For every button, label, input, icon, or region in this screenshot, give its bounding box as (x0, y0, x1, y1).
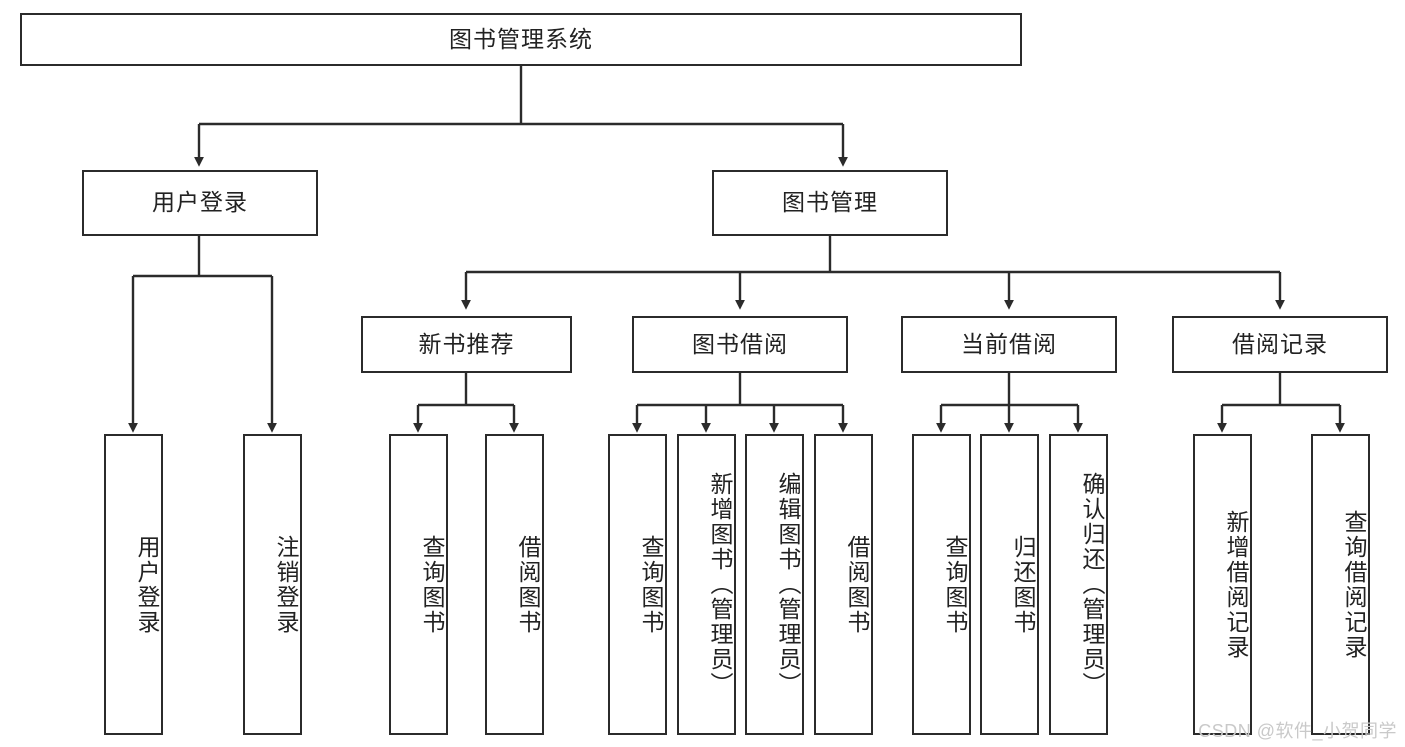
node-leaf-user-login[interactable]: 用户登录 (104, 434, 163, 735)
node-user-login[interactable]: 用户登录 (82, 170, 318, 236)
node-leaf-add-book[interactable]: 新增图书（管理员） (677, 434, 736, 735)
node-leaf-confirm-return[interactable]: 确认归还（管理员） (1049, 434, 1108, 735)
node-leaf-return-book-label: 归还图书 (1010, 534, 1036, 635)
node-leaf-edit-book[interactable]: 编辑图书（管理员） (745, 434, 804, 735)
node-leaf-add-record-label: 新增借阅记录 (1223, 509, 1249, 660)
node-leaf-confirm-return-label: 确认归还（管理员） (1079, 472, 1105, 697)
node-leaf-query-record-label: 查询借阅记录 (1341, 509, 1367, 660)
node-leaf-add-book-label: 新增图书（管理员） (707, 472, 733, 697)
node-book-manage-label: 图书管理 (782, 189, 878, 216)
node-leaf-borrow-book-1[interactable]: 借阅图书 (485, 434, 544, 735)
node-leaf-query-book-3[interactable]: 查询图书 (912, 434, 971, 735)
node-leaf-query-record[interactable]: 查询借阅记录 (1311, 434, 1370, 735)
node-borrow-record[interactable]: 借阅记录 (1172, 316, 1388, 373)
node-leaf-logout[interactable]: 注销登录 (243, 434, 302, 735)
node-leaf-return-book[interactable]: 归还图书 (980, 434, 1039, 735)
node-leaf-borrow-book-2[interactable]: 借阅图书 (814, 434, 873, 735)
node-book-manage[interactable]: 图书管理 (712, 170, 948, 236)
node-leaf-query-book-2-label: 查询图书 (638, 534, 664, 635)
node-new-book-rec-label: 新书推荐 (418, 330, 515, 357)
node-leaf-add-record[interactable]: 新增借阅记录 (1193, 434, 1252, 735)
node-leaf-logout-label: 注销登录 (273, 534, 299, 635)
node-leaf-edit-book-label: 编辑图书（管理员） (775, 472, 801, 697)
node-leaf-query-book-1[interactable]: 查询图书 (389, 434, 448, 735)
node-book-borrow[interactable]: 图书借阅 (632, 316, 848, 373)
node-current-borrow-label: 当前借阅 (961, 330, 1057, 357)
node-leaf-query-book-1-label: 查询图书 (419, 534, 445, 635)
node-current-borrow[interactable]: 当前借阅 (901, 316, 1117, 373)
node-user-login-label: 用户登录 (152, 189, 248, 216)
node-leaf-borrow-book-1-label: 借阅图书 (515, 534, 541, 635)
node-borrow-record-label: 借阅记录 (1232, 330, 1328, 357)
node-leaf-query-book-3-label: 查询图书 (942, 534, 968, 635)
node-new-book-rec[interactable]: 新书推荐 (361, 316, 572, 373)
node-root[interactable]: 图书管理系统 (20, 13, 1022, 66)
node-root-label: 图书管理系统 (449, 25, 593, 52)
node-leaf-borrow-book-2-label: 借阅图书 (844, 534, 870, 635)
csdn-watermark: CSDN @软件_小贺同学 (1198, 721, 1397, 741)
node-book-borrow-label: 图书借阅 (692, 330, 788, 357)
node-leaf-user-login-label: 用户登录 (134, 534, 160, 635)
node-leaf-query-book-2[interactable]: 查询图书 (608, 434, 667, 735)
